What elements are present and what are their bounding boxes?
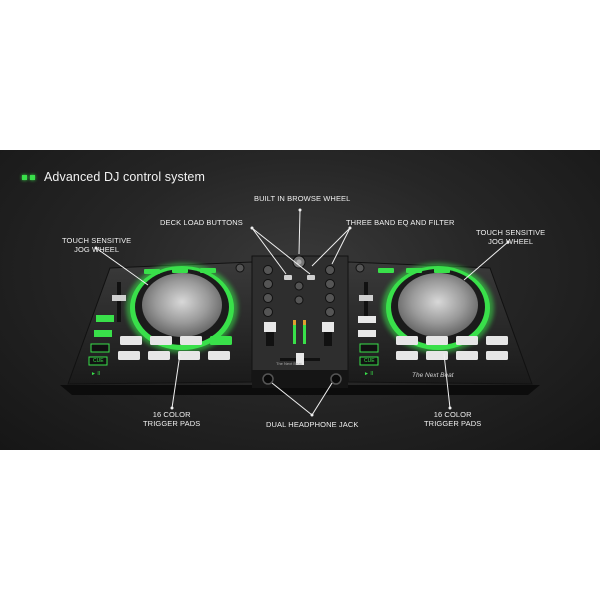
callout-pads-right: 16 COLOR TRIGGER PADS bbox=[424, 410, 481, 428]
crossfader bbox=[296, 353, 304, 365]
play-label-right: ► II bbox=[364, 371, 373, 377]
bullet-square-icon bbox=[30, 174, 35, 180]
bullet-square-icon bbox=[22, 174, 27, 180]
callout-pads-right-line1: 16 COLOR bbox=[433, 410, 472, 419]
callout-pads-left: 16 COLOR TRIGGER PADS bbox=[143, 410, 200, 428]
right-top-buttons bbox=[378, 268, 450, 273]
eq-knobs bbox=[263, 265, 335, 317]
brand-mixer-text: The Next Beat bbox=[276, 361, 302, 366]
right-jog-wheel bbox=[382, 263, 494, 353]
deck-load-buttons bbox=[284, 275, 315, 280]
callout-headphone: DUAL HEADPHONE JACK bbox=[266, 420, 359, 429]
callout-jog-right-line1: TOUCH SENSITIVE bbox=[476, 228, 546, 237]
feature-heading: Advanced DJ control system bbox=[22, 170, 205, 184]
left-side-buttons bbox=[88, 315, 114, 366]
callout-pads-right-line2: TRIGGER PADS bbox=[424, 419, 482, 428]
callout-jog-left: TOUCH SENSITIVE JOG WHEEL bbox=[62, 236, 131, 254]
callout-jog-left-line1: TOUCH SENSITIVE bbox=[62, 236, 132, 245]
headphone-jacks bbox=[262, 373, 342, 385]
right-trigger-pads bbox=[396, 336, 508, 360]
vu-meters bbox=[293, 320, 306, 344]
channel-faders bbox=[264, 322, 334, 346]
callout-pads-left-line1: 16 COLOR bbox=[152, 410, 191, 419]
extra-knobs bbox=[235, 263, 365, 273]
product-banner: Advanced DJ control system bbox=[0, 150, 600, 450]
callout-jog-right: TOUCH SENSITIVE JOG WHEEL bbox=[476, 228, 545, 246]
left-top-buttons bbox=[144, 268, 216, 274]
callout-deck-load: DECK LOAD BUTTONS bbox=[160, 218, 243, 227]
left-jog-wheel bbox=[126, 263, 238, 353]
brand-logo-text: The Next Beat bbox=[412, 372, 455, 379]
callout-browse-wheel: BUILT IN BROWSE WHEEL bbox=[254, 194, 351, 203]
cue-mix-knob bbox=[294, 295, 304, 305]
play-label-left: ► II bbox=[91, 371, 100, 377]
cue-label-left: CUE bbox=[93, 358, 104, 364]
browse-wheel bbox=[292, 255, 306, 269]
left-trigger-pads bbox=[118, 336, 232, 360]
right-side-buttons bbox=[358, 316, 379, 366]
cue-label-right: CUE bbox=[364, 358, 375, 364]
callout-jog-right-line2: JOG WHEEL bbox=[488, 237, 534, 246]
dj-controller-image: CUE ► II CUE ► II The Next Beat The Next… bbox=[60, 208, 540, 417]
callout-jog-left-line2: JOG WHEEL bbox=[74, 245, 120, 254]
callout-lines bbox=[95, 209, 509, 416]
callout-eq-filter: THREE BAND EQ AND FILTER bbox=[346, 218, 455, 227]
callout-pads-left-line2: TRIGGER PADS bbox=[143, 419, 201, 428]
right-pitch-fader bbox=[359, 282, 373, 322]
master-knob bbox=[294, 281, 304, 291]
feature-title: Advanced DJ control system bbox=[44, 170, 205, 184]
left-pitch-fader bbox=[112, 282, 126, 322]
